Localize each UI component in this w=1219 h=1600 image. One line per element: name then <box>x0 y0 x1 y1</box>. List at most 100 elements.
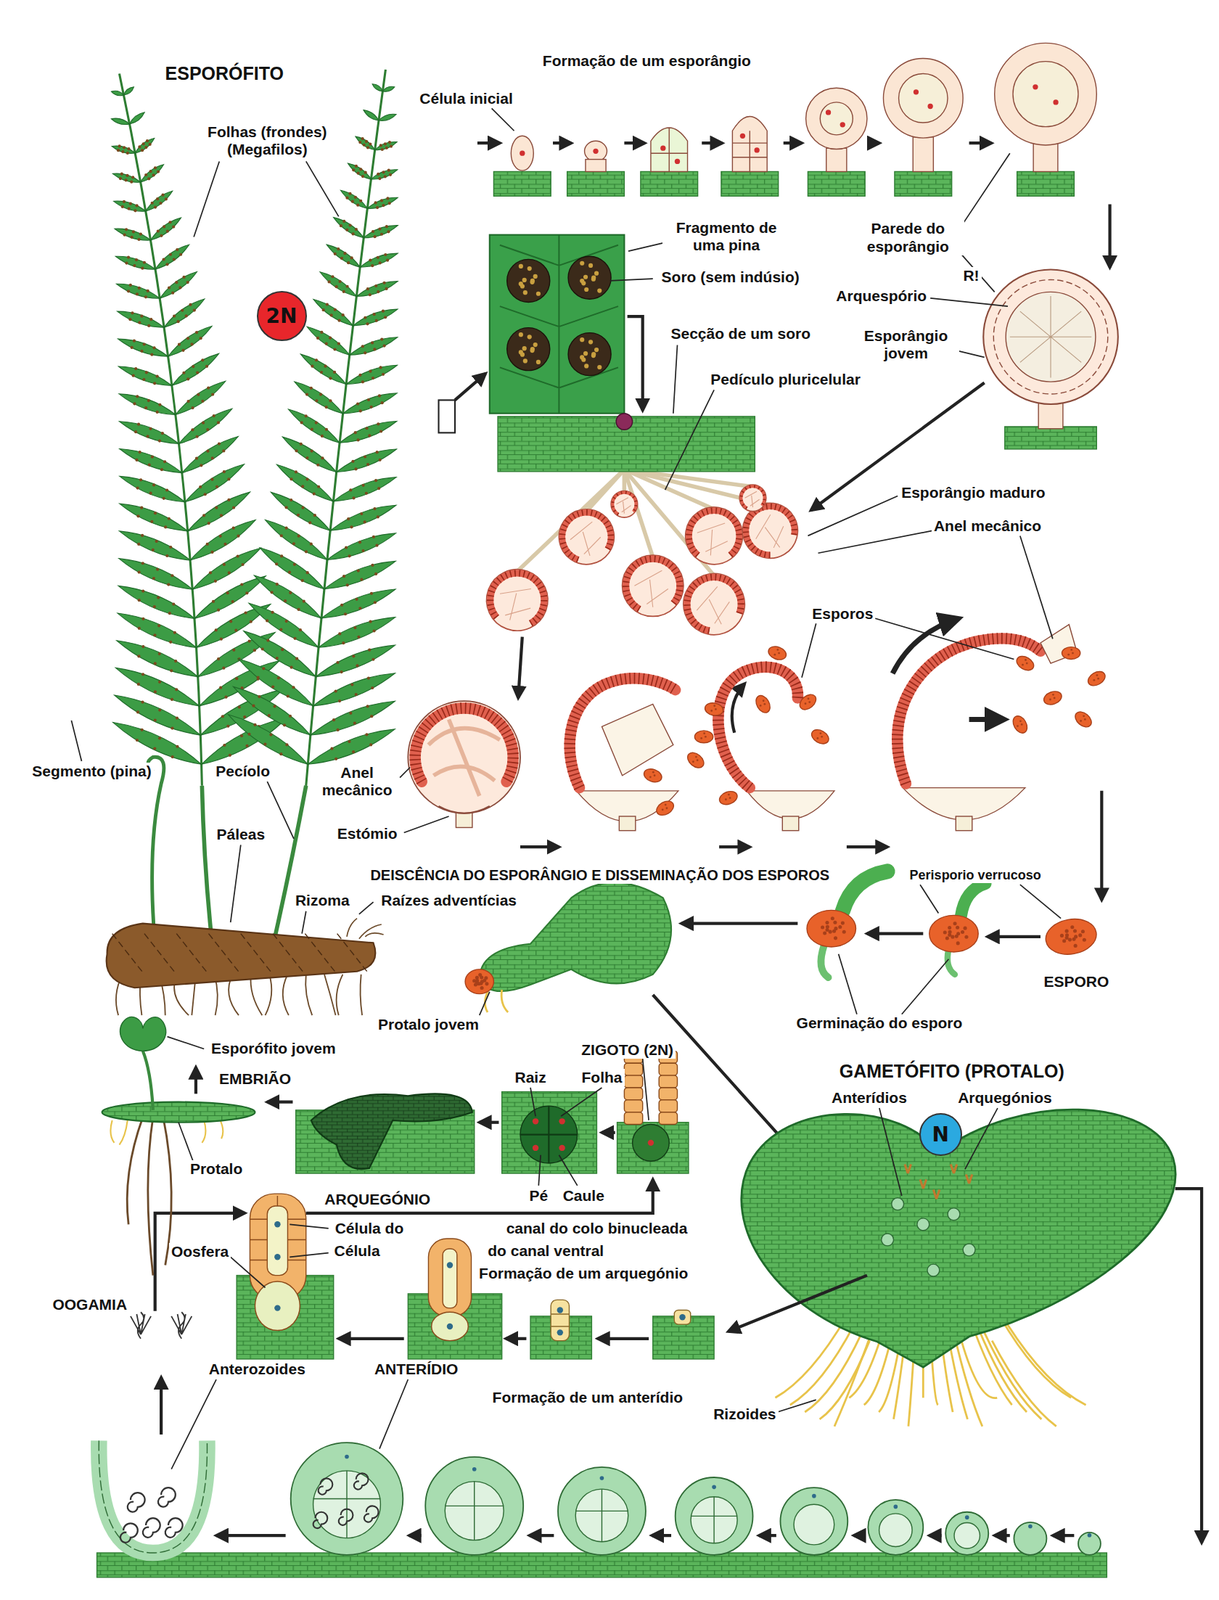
sorus-dot <box>366 462 370 466</box>
spermatogenous-tissue <box>879 1513 913 1547</box>
pinna <box>319 272 357 297</box>
spore-wart <box>664 803 667 807</box>
adventitious-root <box>346 918 384 939</box>
pinna <box>119 503 188 532</box>
sorus-dot <box>361 137 365 141</box>
spore-wart <box>819 732 822 735</box>
plant-tissue <box>1004 426 1098 450</box>
sorus-dot <box>145 434 149 438</box>
spore-wart <box>960 930 965 934</box>
part-label: Célula <box>332 1242 383 1260</box>
sporangium-stage <box>650 127 688 172</box>
sorus-dot <box>150 353 154 357</box>
sporangium-dot <box>583 351 588 356</box>
sperm-cell <box>354 1472 369 1489</box>
part-label: Anel mecânico <box>314 764 400 799</box>
sporangium-dot <box>597 364 602 370</box>
sorus-dot <box>354 431 357 434</box>
antherozoid <box>171 1311 192 1339</box>
pinna <box>340 190 368 209</box>
sporangium-dot <box>579 278 585 283</box>
sorus-dot <box>227 498 231 502</box>
pinna <box>363 110 379 121</box>
germ-tube <box>960 883 986 917</box>
part-label: Pé <box>527 1187 551 1205</box>
sorus-dot <box>166 230 170 233</box>
sorus-dot <box>384 287 388 291</box>
spore-wart <box>653 774 656 777</box>
leader-line <box>628 243 664 252</box>
sporangium-dot <box>597 288 602 293</box>
part-label: Pecíolo <box>213 762 273 781</box>
part-label: Secção de um soro <box>668 325 813 343</box>
part-label: Protalo <box>187 1160 245 1178</box>
leader-line <box>289 1224 328 1229</box>
flow-arrow <box>159 1377 163 1435</box>
sorus-dot <box>153 633 157 637</box>
neck-cell <box>658 1062 677 1076</box>
pinna <box>321 589 396 619</box>
sorus-dot <box>206 428 209 432</box>
part-label: do canal ventral <box>485 1242 606 1260</box>
sorus-dot <box>126 289 130 293</box>
sorus-dot <box>210 478 214 482</box>
antherozoid <box>142 1517 161 1538</box>
sorus-dot <box>137 682 141 686</box>
sorus-dot <box>140 728 144 732</box>
flow-arrow <box>1100 790 1103 900</box>
spore-wart <box>947 925 952 930</box>
sorus-dot <box>261 647 265 651</box>
nucleus <box>532 1144 539 1151</box>
pinna <box>129 112 146 125</box>
nucleus <box>674 158 680 164</box>
annulus-cells <box>897 638 1041 784</box>
sorus-dot <box>162 497 166 500</box>
sorus-dot <box>153 746 157 750</box>
sorus-dot <box>288 714 292 718</box>
sorus-dot <box>124 261 128 265</box>
sorus-dot <box>338 699 342 703</box>
sorus-dot <box>121 150 125 154</box>
sorus-dot <box>152 346 156 350</box>
sorus-dot <box>149 491 153 495</box>
palea <box>337 933 342 939</box>
sorus-dot <box>136 514 140 518</box>
sorus-dot <box>211 456 215 460</box>
sorus-dot <box>370 563 374 567</box>
sporangium-dot <box>579 337 585 342</box>
sorus-dot <box>309 386 313 390</box>
sorus-dot <box>232 526 236 530</box>
flow-arrow <box>454 373 486 401</box>
spore-wart <box>807 698 810 701</box>
palea <box>214 941 220 947</box>
sorus-dot <box>270 610 274 614</box>
flow-arrow <box>854 1533 865 1537</box>
sorus-dot <box>229 619 233 623</box>
sorus-dot <box>364 732 368 736</box>
sorus-dot <box>376 172 380 176</box>
spermatogenous-tissue <box>690 1496 738 1544</box>
sorus-dot <box>367 676 371 680</box>
sorus-dot <box>135 738 139 742</box>
sorus-dot <box>156 568 159 572</box>
sorus-dot <box>269 590 273 594</box>
nucleus <box>274 1221 281 1227</box>
sorus-dot <box>275 582 279 586</box>
flow-arrow <box>194 1067 198 1095</box>
sorus-dot <box>349 488 352 492</box>
sporangium-dot <box>518 264 524 269</box>
nucleus <box>825 109 831 115</box>
flow-arrow <box>552 141 572 145</box>
sorus-dot <box>330 747 334 751</box>
flow-arrow <box>601 1131 615 1135</box>
spore <box>796 691 819 713</box>
spore-wart <box>1082 714 1085 717</box>
cell-walls <box>575 1488 629 1542</box>
sorus-dot <box>178 285 182 289</box>
spore-wart <box>838 925 842 929</box>
spore-wart <box>1092 679 1095 682</box>
nucleus <box>740 133 746 139</box>
sorus-dot <box>298 628 302 632</box>
antheridium-stage <box>780 1487 848 1555</box>
root <box>324 974 336 1016</box>
